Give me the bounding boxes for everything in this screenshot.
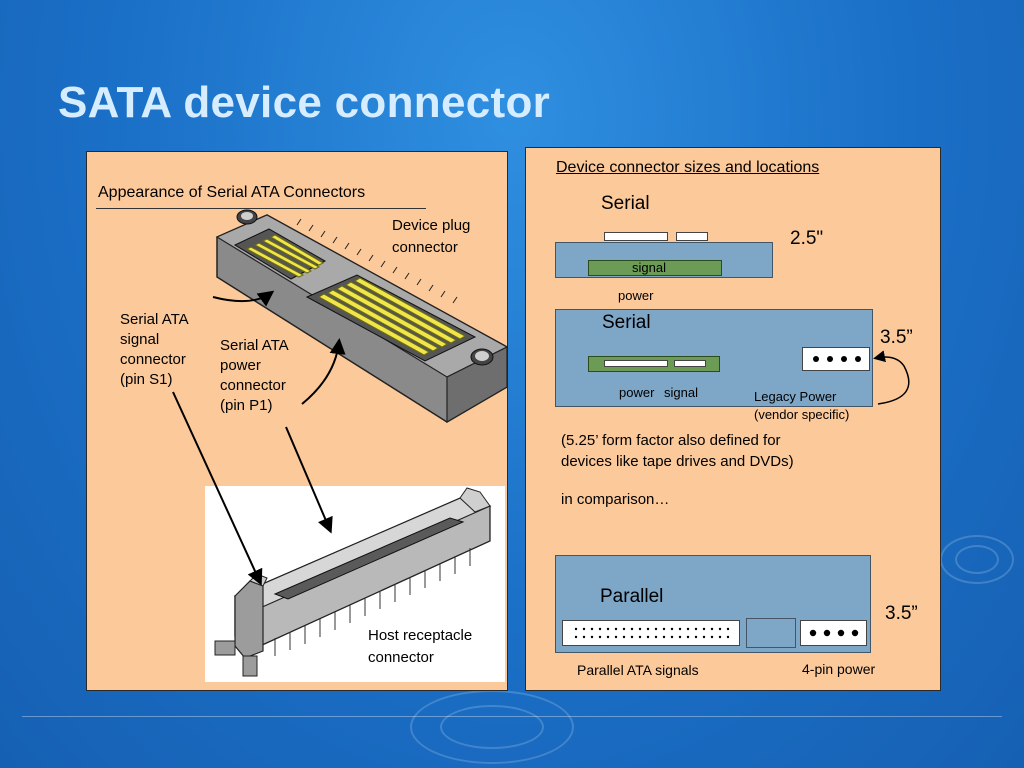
serial-25-signal-slot [604, 232, 668, 241]
heading-rule [96, 208, 426, 209]
serial-35-power-label: power [619, 385, 655, 400]
legacy-power-label-line2: (vendor specific) [754, 407, 850, 422]
host-receptacle-label-line2: connector [368, 649, 434, 666]
serial-35-size: 3.5” [880, 327, 913, 348]
parallel-title: Parallel [600, 586, 664, 607]
left-panel-heading: Appearance of Serial ATA Connectors [98, 184, 366, 201]
serial-35-signal-slot [674, 360, 706, 367]
power-connector-label-line3: connector [220, 377, 286, 394]
right-panel: Device connector sizes and locations Ser… [525, 147, 941, 691]
parallel-signals-label: Parallel ATA signals [577, 662, 699, 678]
serial-25-green-connector [588, 260, 722, 276]
serial-35-power-slot [604, 360, 668, 367]
connector-arrows [172, 290, 346, 586]
parallel-power-label: 4-pin power [802, 661, 876, 677]
serial-25-power-slot [676, 232, 708, 241]
signal-connector-label-line2: signal [120, 331, 160, 348]
host-receptacle-connector-image [214, 487, 492, 677]
host-receptacle-label-line1: Host receptacle [368, 627, 473, 644]
legacy-power-label-line1: Legacy Power [754, 389, 837, 404]
power-connector-label-line2: power [220, 357, 261, 374]
serial-25-signal-label: signal [632, 260, 666, 275]
ripple-decoration [410, 690, 574, 764]
serial-25-size: 2.5" [790, 228, 824, 249]
serial-25-title: Serial [601, 193, 650, 214]
parallel-4pin-power-pins [809, 629, 859, 637]
parallel-ata-connector [562, 620, 740, 646]
ripple-decoration [440, 705, 544, 749]
left-panel: Appearance of Serial ATA Connectors [86, 151, 509, 691]
serial-35-title: Serial [602, 312, 651, 333]
form-factor-note-line2: devices like tape drives and DVDs) [561, 453, 794, 470]
form-factor-note-line1: (5.25’ form factor also defined for [561, 432, 781, 449]
signal-connector-label-line1: Serial ATA [120, 311, 189, 328]
device-plug-label-line1: Device plug [392, 217, 471, 234]
power-connector-label-line1: Serial ATA [220, 337, 289, 354]
parallel-ata-pins [574, 627, 730, 639]
signal-connector-label-line3: connector [120, 351, 186, 368]
power-connector-label-line4: (pin P1) [220, 397, 273, 414]
legacy-power-arrow [873, 350, 910, 405]
ripple-decoration [955, 545, 999, 574]
parallel-jumper-block [746, 618, 796, 648]
serial-25-power-label: power [618, 288, 654, 303]
comparison-text: in comparison… [561, 491, 670, 508]
right-panel-heading: Device connector sizes and locations [556, 159, 820, 176]
device-plug-label-line2: connector [392, 239, 458, 256]
signal-connector-label-line4: (pin S1) [120, 371, 173, 388]
slide-title: SATA device connector [58, 78, 551, 127]
bottom-rule [22, 716, 1002, 717]
device-plug-connector-image [215, 209, 509, 424]
legacy-power-pins [813, 356, 861, 362]
ripple-decoration [940, 535, 1014, 584]
serial-35-signal-label: signal [664, 385, 698, 400]
parallel-size: 3.5” [885, 603, 918, 624]
